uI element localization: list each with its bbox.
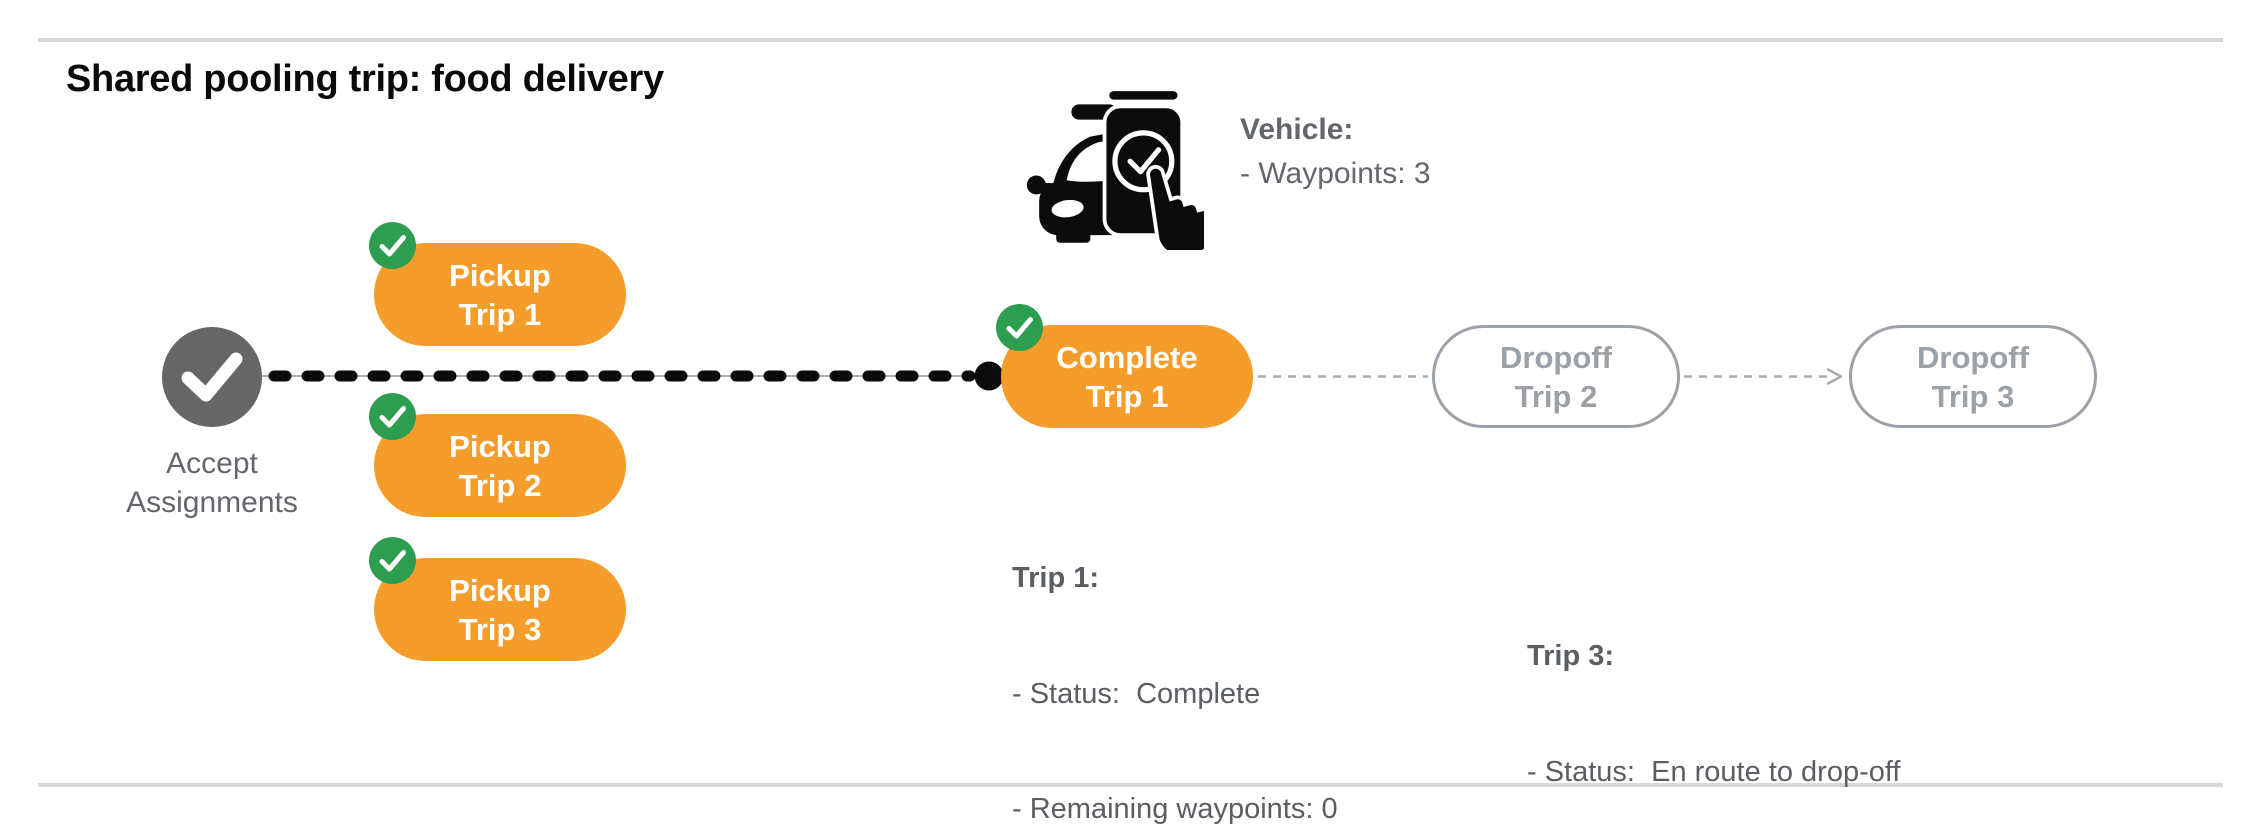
- accept-label-line1: Accept: [166, 447, 258, 480]
- pill-label-line1: Pickup: [449, 428, 551, 464]
- pill-label-line1: Pickup: [449, 572, 551, 608]
- pill-label-line2: Trip 2: [458, 467, 542, 503]
- pill-label-line1: Complete: [1056, 339, 1198, 375]
- pill-label-line2: Trip 1: [1085, 378, 1169, 414]
- vehicle-heading: Vehicle:: [1240, 113, 1354, 146]
- checkmark-icon: [181, 352, 243, 402]
- dashed-arrow-connector: [1684, 368, 1843, 385]
- node-pickup-trip-2: Pickup Trip 2: [369, 393, 626, 517]
- pill-label-line2: Trip 2: [1514, 378, 1598, 414]
- node-dropoff-trip-2: Dropoff Trip 2: [1432, 325, 1680, 428]
- accept-label-line2: Assignments: [126, 486, 298, 519]
- trip-3-status: - Status: En route to drop-off: [1527, 755, 1901, 788]
- pill-label-line1: Dropoff: [1500, 339, 1612, 375]
- arrowhead-icon: [1826, 368, 1843, 385]
- progress-dashed-line: [262, 361, 1004, 391]
- pill-label-line2: Trip 3: [458, 611, 542, 647]
- trip-3-heading: Trip 3:: [1527, 640, 1615, 672]
- accept-assignments-label: Accept Assignments: [62, 444, 362, 522]
- node-pickup-trip-3: Pickup Trip 3: [369, 537, 626, 661]
- node-dropoff-trip-3: Dropoff Trip 3: [1849, 325, 2097, 428]
- diagram-title: Shared pooling trip: food delivery: [66, 58, 664, 100]
- check-badge-icon: [369, 537, 416, 584]
- check-badge-icon: [369, 393, 416, 440]
- trip-1-status: - Status: Complete: [1012, 677, 1261, 710]
- check-badge-icon: [996, 304, 1043, 351]
- status-block-trip-3: Trip 3: - Status: En route to drop-off -…: [1527, 560, 1900, 825]
- robotaxi-phone-check-icon: [1026, 87, 1204, 250]
- vehicle-legend: Vehicle: - Waypoints: 3: [1240, 108, 1431, 196]
- vehicle-waypoints: - Waypoints: 3: [1240, 157, 1431, 190]
- trip-1-waypoints: - Remaining waypoints: 0: [1012, 793, 1338, 825]
- bottom-divider: [38, 783, 2223, 787]
- pill-label-line2: Trip 1: [458, 296, 542, 332]
- trip-1-heading: Trip 1:: [1012, 562, 1100, 594]
- dashed-connector: [1258, 375, 1428, 378]
- top-divider: [38, 38, 2223, 42]
- check-badge-icon: [369, 222, 416, 269]
- pill-label-line2: Trip 3: [1931, 378, 2015, 414]
- pill-label-line1: Dropoff: [1917, 339, 2029, 375]
- node-accept-assignments: [162, 327, 262, 427]
- node-pickup-trip-1: Pickup Trip 1: [369, 222, 626, 346]
- node-complete-trip-1: Complete Trip 1: [996, 304, 1253, 428]
- status-block-trips-1-2: Trip 1: - Status: Complete - Remaining w…: [1012, 482, 1385, 825]
- current-position-dot: [974, 361, 1004, 391]
- pill-label-line1: Pickup: [449, 257, 551, 293]
